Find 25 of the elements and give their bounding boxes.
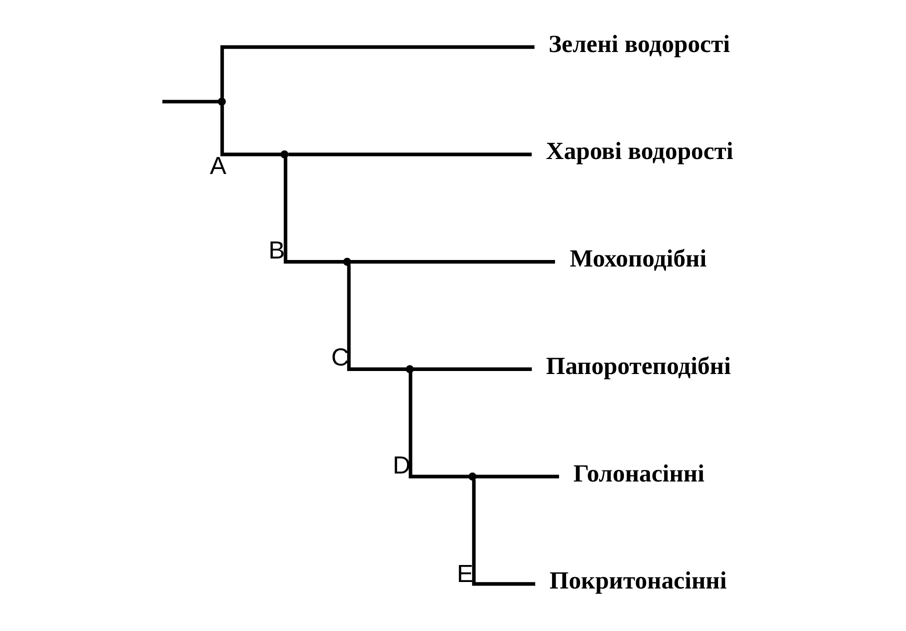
edge-label: D	[392, 452, 411, 480]
connector	[413, 367, 532, 371]
connector	[220, 105, 282, 156]
node-text: Папоротеподібні	[546, 352, 731, 380]
connector	[476, 474, 560, 478]
node-text: Мохоподібні	[570, 246, 707, 273]
connector	[472, 480, 536, 586]
edge-label: A	[210, 153, 226, 180]
connector	[284, 158, 344, 264]
edge-label: B	[268, 238, 285, 265]
connector	[162, 100, 218, 104]
connector	[220, 45, 534, 98]
node-point	[406, 365, 414, 374]
connector	[350, 260, 556, 264]
connector	[347, 264, 407, 371]
node-point	[343, 258, 352, 266]
node-point	[280, 150, 289, 158]
node-point	[468, 472, 477, 481]
connector	[408, 372, 470, 478]
node-text: Зелені водорості	[548, 30, 730, 58]
node-point	[218, 98, 226, 106]
node-text: Харові водорості	[546, 138, 734, 166]
node-text: Голонасінні	[573, 460, 704, 488]
node-text: Покритонасінні	[550, 568, 727, 595]
connector	[288, 152, 532, 156]
